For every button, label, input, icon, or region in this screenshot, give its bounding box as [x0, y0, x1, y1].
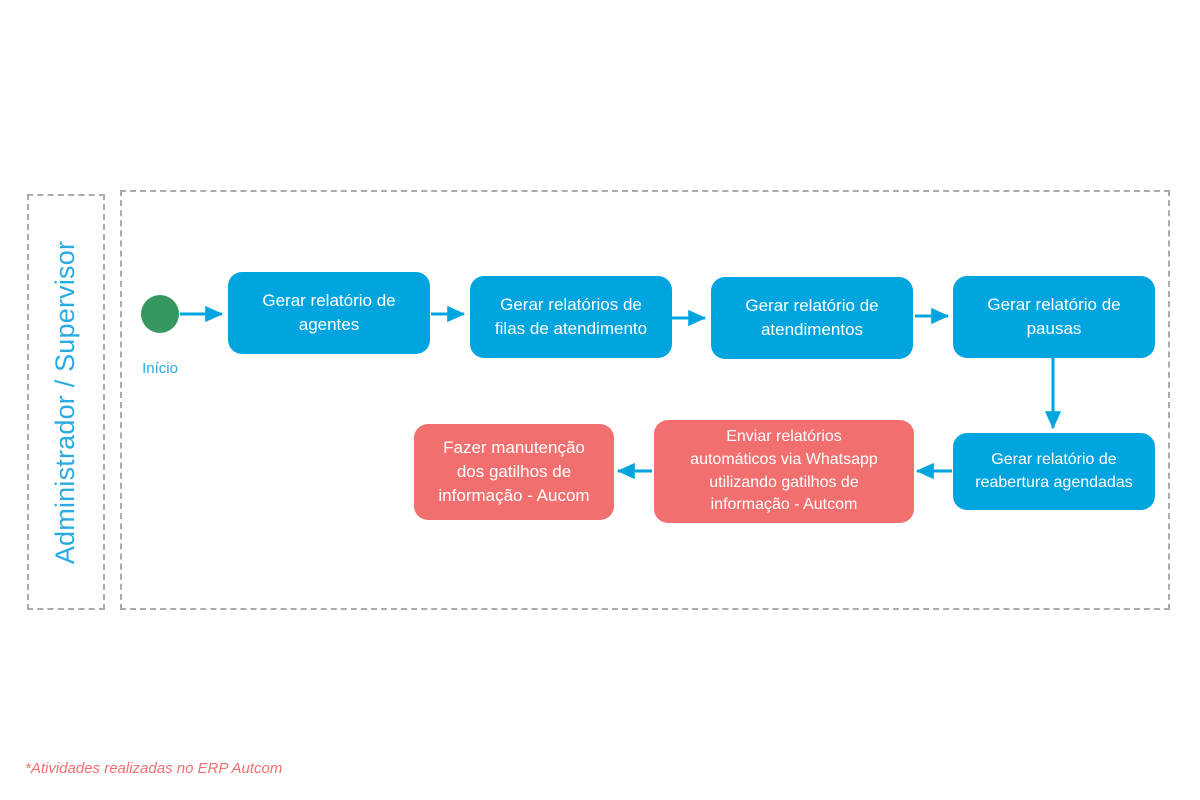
node-label: Fazer manutenção dos gatilhos de informa… [438, 437, 590, 506]
lane-body-frame [120, 190, 1170, 610]
node-label: Gerar relatório de pausas [987, 294, 1121, 338]
start-node[interactable] [141, 295, 179, 333]
footnote: *Atividades realizadas no ERP Autcom [25, 760, 283, 777]
node-gerar-relatorio-de-reabertura-agendadas[interactable]: Gerar relatório de reabertura agendadas [953, 433, 1155, 510]
lane-label: Administrador / Supervisor [27, 194, 105, 610]
node-label: Gerar relatório de atendimentos [745, 295, 879, 339]
node-gerar-relatorio-de-agentes[interactable]: Gerar relatório de agentes [228, 272, 430, 354]
node-label: Gerar relatório de reabertura agendadas [975, 450, 1133, 491]
node-label: Enviar relatórios automáticos via Whatsa… [690, 428, 878, 514]
node-fazer-manutencao-dos-gatilhos[interactable]: Fazer manutenção dos gatilhos de informa… [414, 424, 614, 520]
node-gerar-relatorio-de-pausas[interactable]: Gerar relatório de pausas [953, 276, 1155, 358]
node-gerar-relatorios-de-filas-de-atendimento[interactable]: Gerar relatórios de filas de atendimento [470, 276, 672, 358]
node-label: Gerar relatório de agentes [262, 290, 396, 334]
node-label: Gerar relatórios de filas de atendimento [494, 294, 648, 338]
node-gerar-relatorio-de-atendimentos[interactable]: Gerar relatório de atendimentos [711, 277, 913, 359]
lane-label-text: Administrador / Supervisor [50, 240, 81, 564]
start-node-label: Início [142, 360, 178, 377]
node-enviar-relatorios-automaticos-whatsapp[interactable]: Enviar relatórios automáticos via Whatsa… [654, 420, 914, 523]
lane-header-frame [27, 194, 105, 610]
